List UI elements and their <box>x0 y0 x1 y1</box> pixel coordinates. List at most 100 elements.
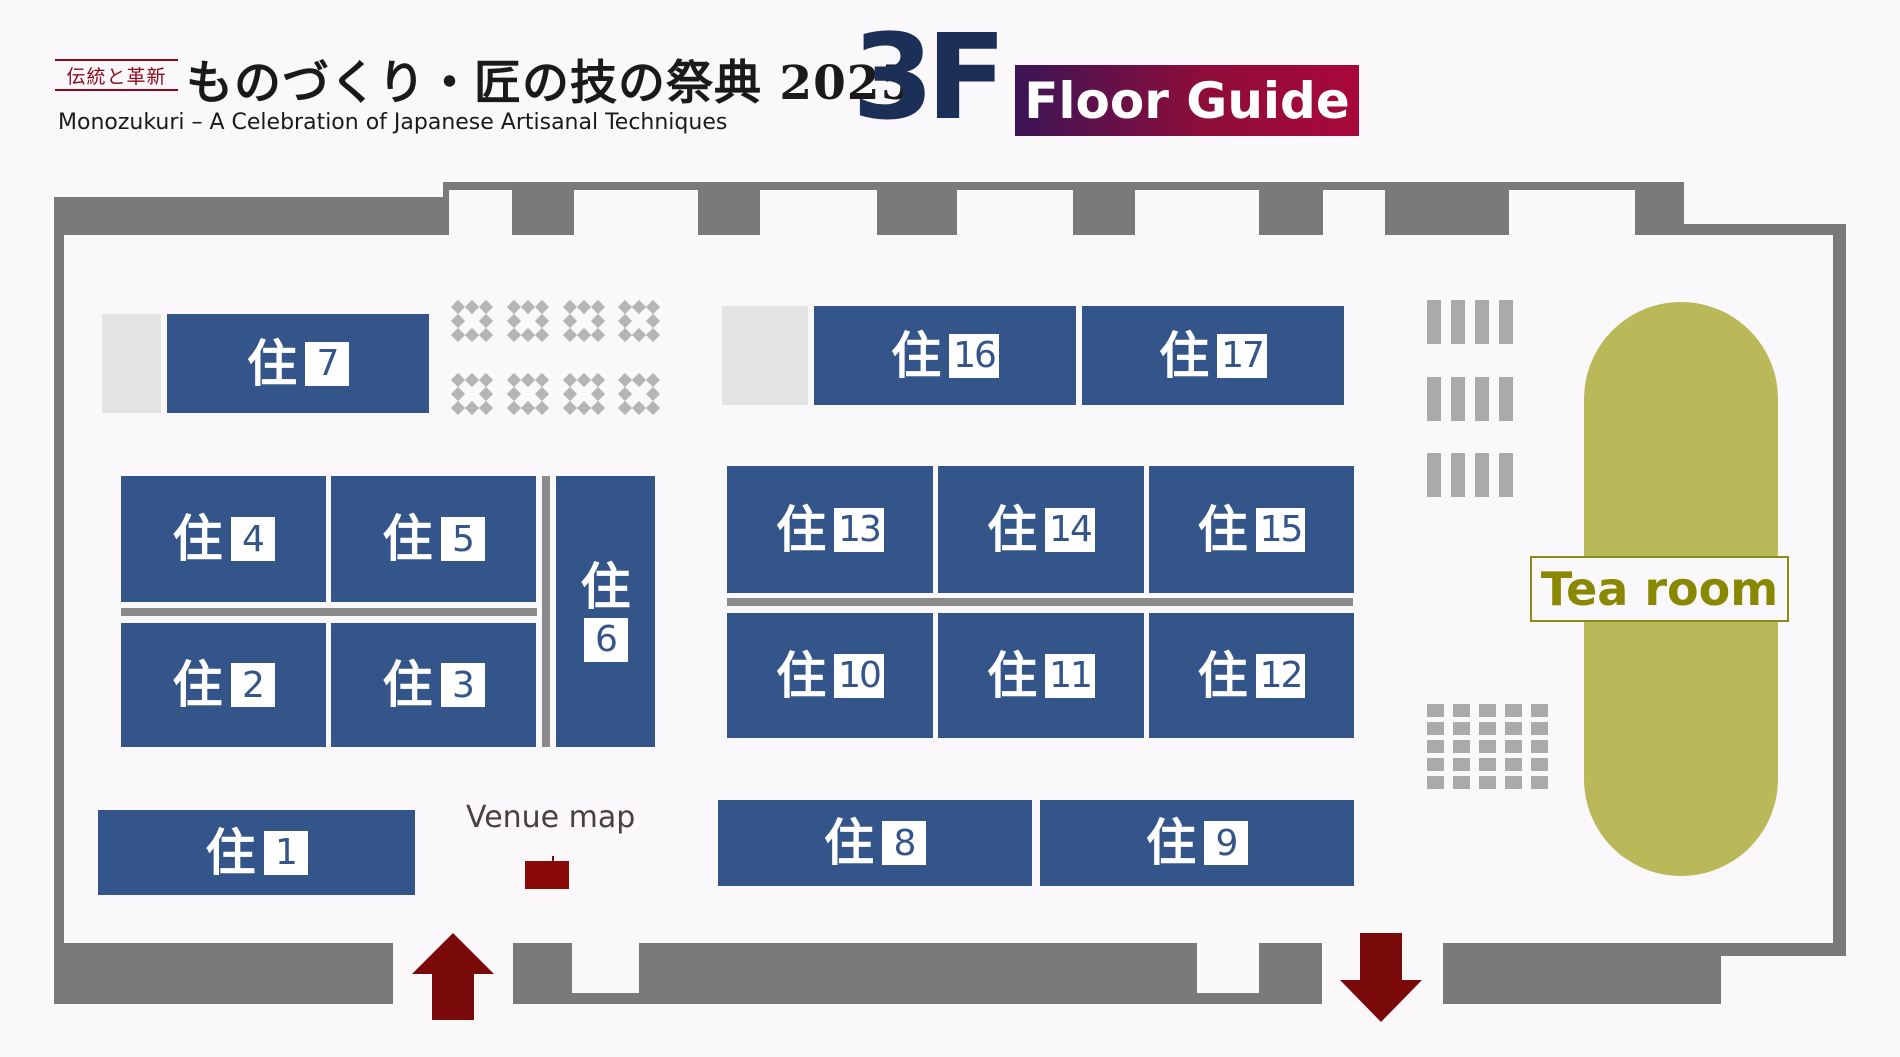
booth-prefix: 住 <box>824 814 874 872</box>
booth-11[interactable]: 住 11 <box>938 613 1144 738</box>
booth-17[interactable]: 住 17 <box>1082 306 1344 405</box>
booth-prefix: 住 <box>776 646 827 705</box>
booth-2[interactable]: 住 2 <box>121 623 326 747</box>
chair <box>1451 453 1465 497</box>
chair <box>1531 722 1548 735</box>
booth-5[interactable]: 住 5 <box>331 476 536 602</box>
booth-number: 11 <box>1045 653 1095 698</box>
chair <box>1427 740 1444 753</box>
chair <box>1531 704 1548 717</box>
chair <box>1505 722 1522 735</box>
booth-13[interactable]: 住 13 <box>727 466 933 593</box>
top-openings <box>449 190 1635 235</box>
booth-prefix: 住 <box>580 557 631 616</box>
chair <box>1427 722 1444 735</box>
seating-group <box>1427 300 1548 789</box>
planter-icon <box>562 372 606 416</box>
chair <box>1475 453 1489 497</box>
floor-guide-badge: Floor Guide <box>1015 65 1359 136</box>
booth-4[interactable]: 住 4 <box>121 476 326 602</box>
booth-number: 15 <box>1255 507 1306 552</box>
chair <box>1531 740 1548 753</box>
entrance-arrow-up <box>412 933 494 1020</box>
chair <box>1427 704 1444 717</box>
planter-pattern-group <box>450 299 661 416</box>
chair <box>1479 740 1496 753</box>
planter-icon <box>617 372 661 416</box>
booth-12[interactable]: 住 12 <box>1149 613 1354 738</box>
booth-10[interactable]: 住 10 <box>727 613 933 738</box>
chair <box>1427 377 1441 421</box>
planter-icon <box>506 372 550 416</box>
chair <box>1427 453 1441 497</box>
booth-prefix: 住 <box>1197 500 1248 559</box>
planter-icon <box>506 299 550 343</box>
booth-14[interactable]: 住 14 <box>938 466 1144 593</box>
venue-map-label: Venue map <box>466 800 636 835</box>
exit-arrow-down <box>1340 933 1422 1022</box>
booth-prefix: 住 <box>776 500 827 559</box>
chair <box>1451 377 1465 421</box>
booth-number: 17 <box>1217 333 1267 378</box>
chair <box>1505 776 1522 789</box>
venue-map-pin-stem <box>552 856 554 862</box>
booth-number: 2 <box>230 663 275 707</box>
booth-number: 3 <box>440 663 485 707</box>
booth-prefix: 住 <box>172 656 223 714</box>
chair <box>1499 453 1513 497</box>
aisle-divider <box>121 608 537 616</box>
chair <box>1475 300 1489 344</box>
booth-prefix: 住 <box>205 823 256 882</box>
venue-map-marker <box>525 861 569 889</box>
booth-prefix: 住 <box>382 510 433 568</box>
booth-number: 13 <box>834 507 884 552</box>
chair <box>1499 300 1513 344</box>
planter-icon <box>562 299 606 343</box>
booth-number: 8 <box>882 821 926 865</box>
chair <box>1453 722 1470 735</box>
chair <box>1479 758 1496 771</box>
bottom-wall <box>114 943 1720 1003</box>
planter-icon <box>450 299 494 343</box>
booth-number: 9 <box>1204 821 1248 865</box>
storage-block <box>722 306 808 405</box>
booth-3[interactable]: 住 3 <box>331 623 536 747</box>
chair <box>1475 377 1489 421</box>
booth-prefix: 住 <box>1159 326 1210 385</box>
header: 伝統と革新 ものづくり・匠の技の祭典 2025 Monozukuri – A C… <box>0 0 1900 160</box>
planter-icon <box>617 299 661 343</box>
booth-16[interactable]: 住 16 <box>814 306 1076 405</box>
booth-prefix: 住 <box>987 500 1038 559</box>
chair <box>1453 776 1470 789</box>
booth-6[interactable]: 住 6 <box>556 476 655 747</box>
booth-number: 6 <box>583 617 628 662</box>
chair <box>1453 740 1470 753</box>
booth-8[interactable]: 住 8 <box>718 800 1032 886</box>
chair <box>1499 377 1513 421</box>
chair <box>1453 758 1470 771</box>
tea-room-label[interactable]: Tea room <box>1530 556 1789 622</box>
storage-block <box>102 314 161 413</box>
booth-number: 5 <box>440 517 485 561</box>
booth-number: 14 <box>1045 507 1095 552</box>
booth-9[interactable]: 住 9 <box>1040 800 1354 886</box>
chair <box>1531 758 1548 771</box>
planter-icon <box>450 372 494 416</box>
chair <box>1451 300 1465 344</box>
chair <box>1531 776 1548 789</box>
chair <box>1505 704 1522 717</box>
booth-number: 12 <box>1255 653 1306 698</box>
booth-prefix: 住 <box>1146 814 1196 872</box>
chair <box>1427 776 1444 789</box>
booth-number: 16 <box>949 333 999 378</box>
booth-number: 10 <box>834 653 884 698</box>
booth-number: 4 <box>230 517 275 561</box>
booth-prefix: 住 <box>1197 646 1248 705</box>
booth-prefix: 住 <box>382 656 433 714</box>
booth-1[interactable]: 住 1 <box>98 810 415 895</box>
floor-number: 3F <box>852 8 1007 146</box>
booth-number: 7 <box>305 341 349 386</box>
booth-7[interactable]: 住 7 <box>167 314 429 413</box>
booth-15[interactable]: 住 15 <box>1149 466 1354 593</box>
event-subtitle: Monozukuri – A Celebration of Japanese A… <box>58 110 728 135</box>
